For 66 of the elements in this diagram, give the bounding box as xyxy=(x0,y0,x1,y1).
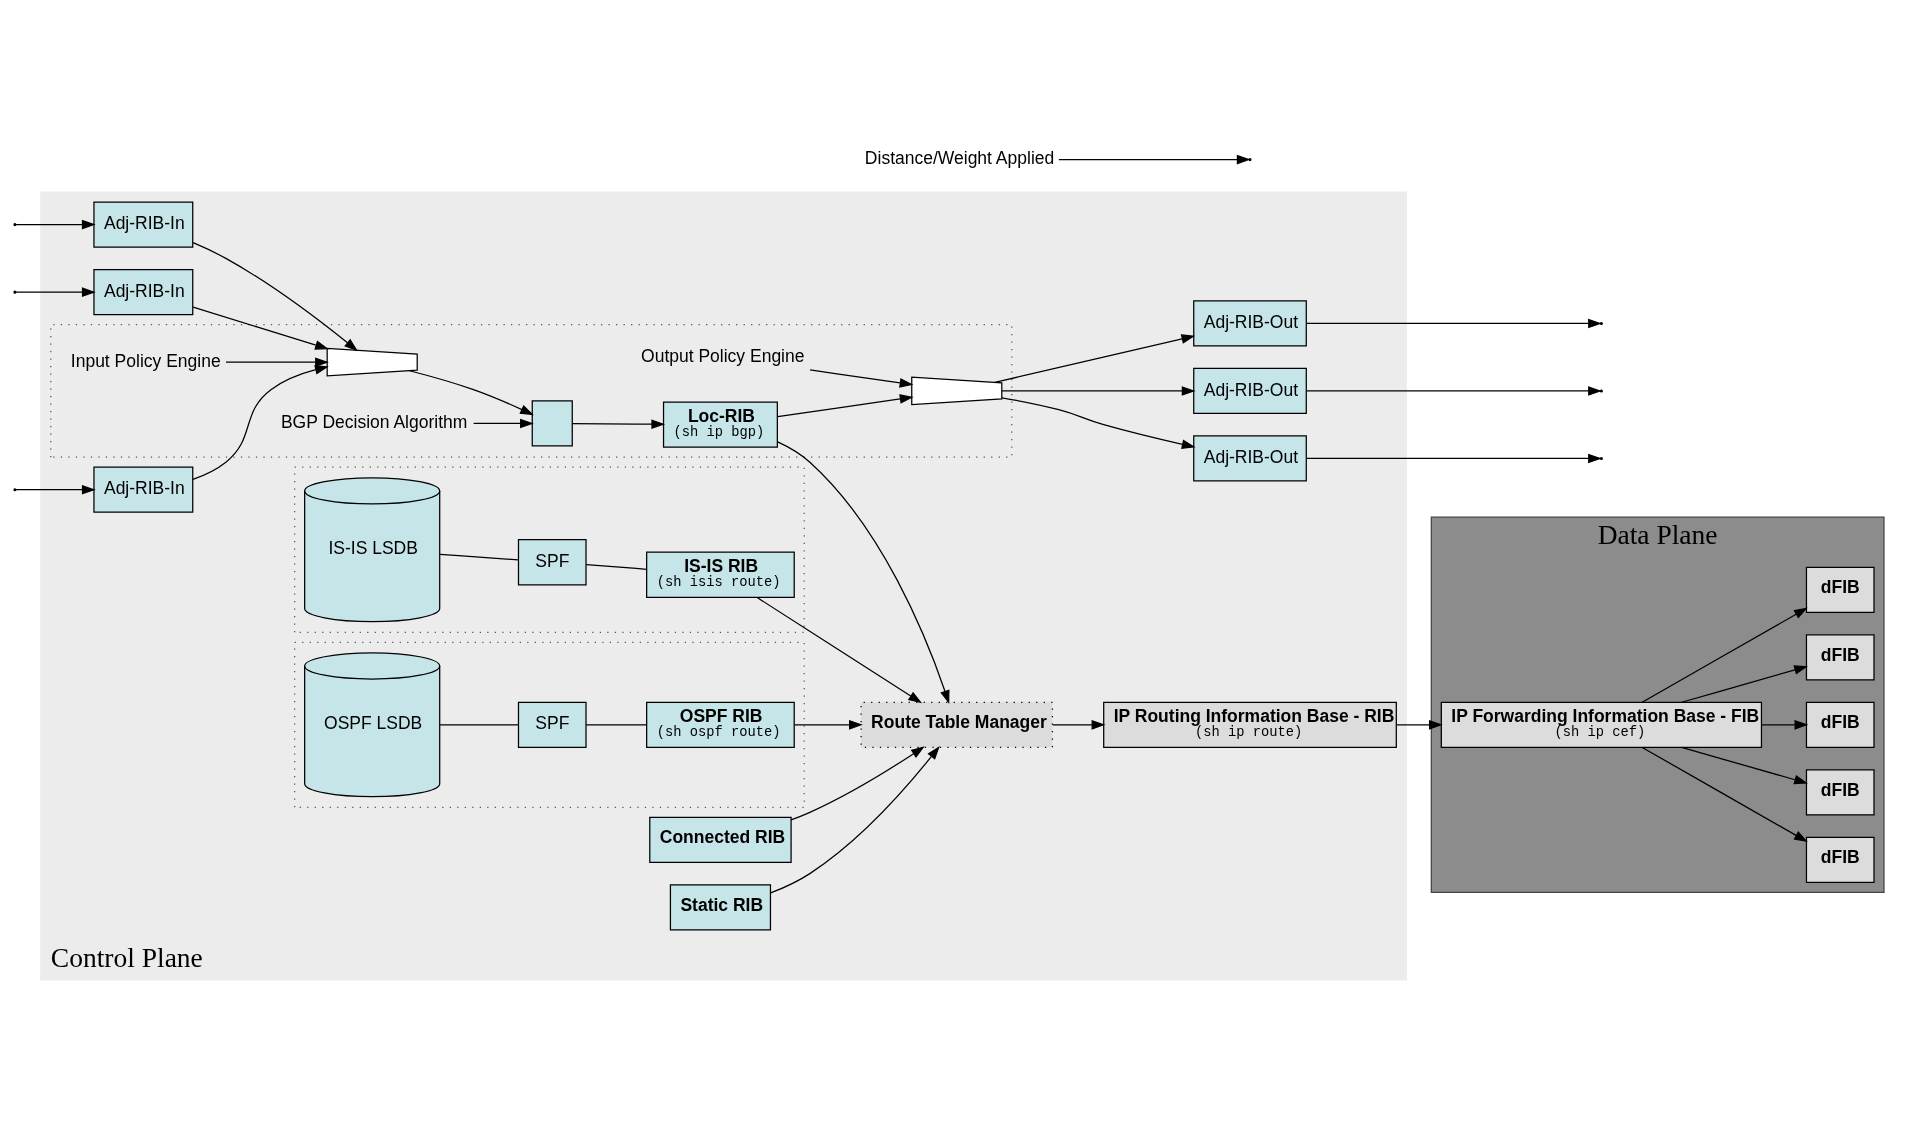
node-text: BGP Decision Algorithm xyxy=(280,411,467,432)
arrow xyxy=(1057,154,1251,164)
node-box: Adj-RIB-Out xyxy=(1192,299,1307,347)
node-box: dFIB xyxy=(1805,633,1875,680)
node-box: dFIB xyxy=(1805,836,1875,883)
node-box: OSPF RIB (sh ospf route) xyxy=(645,701,795,748)
arrow xyxy=(14,219,96,229)
arrow xyxy=(192,241,358,351)
arrow xyxy=(769,745,940,894)
arrow xyxy=(756,596,922,703)
arrow xyxy=(1000,385,1195,396)
node-box: SPF xyxy=(517,701,587,748)
node-trapezoid xyxy=(326,347,418,377)
arrow xyxy=(408,369,534,415)
arrow xyxy=(1641,746,1808,842)
connector xyxy=(585,563,647,570)
arrow xyxy=(1680,746,1808,784)
arrow xyxy=(776,393,914,417)
node-box: IP Routing Information Base - RIB (sh ip route) xyxy=(1102,701,1397,748)
connector xyxy=(585,723,647,725)
node-text: Input Policy Engine xyxy=(70,350,221,371)
arrow xyxy=(1760,719,1808,730)
node-box: Adj-RIB-In xyxy=(92,268,193,315)
arrow xyxy=(1000,396,1196,449)
arrow xyxy=(1051,719,1105,730)
node-box: Adj-RIB-Out xyxy=(1192,367,1307,414)
arrow xyxy=(224,356,329,367)
arrow xyxy=(793,719,863,730)
node-box: IP Forwarding Information Base - FIB (sh ip cef) xyxy=(1440,701,1762,748)
node-box: SPF xyxy=(517,538,587,585)
arrow xyxy=(808,368,913,388)
cluster xyxy=(49,323,1012,458)
arrow xyxy=(1305,318,1602,328)
connector xyxy=(438,553,519,561)
node-box: Connected RIB xyxy=(648,816,792,863)
node-box: Adj-RIB-In xyxy=(92,201,193,248)
arrow xyxy=(192,306,329,350)
arrow xyxy=(1395,719,1443,730)
arrow xyxy=(1305,385,1602,396)
node-box: dFIB xyxy=(1805,701,1875,748)
cluster xyxy=(293,641,805,808)
node-trapezoid xyxy=(910,376,1002,405)
node-box: Static RIB xyxy=(669,883,771,930)
cluster xyxy=(293,466,805,633)
arrow xyxy=(1680,664,1808,703)
arrow xyxy=(571,418,665,429)
arrow xyxy=(1641,607,1808,703)
node-box: Adj-RIB-Out xyxy=(1192,434,1307,482)
arrow xyxy=(14,286,96,297)
arrow xyxy=(993,333,1195,383)
arrow xyxy=(1305,453,1602,463)
node-box: Route Table Manager xyxy=(860,701,1053,748)
node-box: Loc-RIB (sh ip bgp) xyxy=(662,401,778,448)
node-text: Distance/Weight Applied xyxy=(864,147,1054,168)
arrow xyxy=(776,440,949,704)
connector xyxy=(438,723,519,725)
arrow xyxy=(472,418,534,428)
node-box: Adj-RIB-In xyxy=(92,466,193,513)
arrow xyxy=(789,745,925,821)
node-box: dFIB xyxy=(1805,768,1875,815)
node-box: IS-IS RIB (sh isis route) xyxy=(645,551,795,598)
node-box xyxy=(531,399,573,447)
node-box: dFIB xyxy=(1805,566,1875,613)
arrow xyxy=(14,484,96,495)
arrow xyxy=(191,364,329,480)
node-text: Output Policy Engine xyxy=(640,345,804,366)
